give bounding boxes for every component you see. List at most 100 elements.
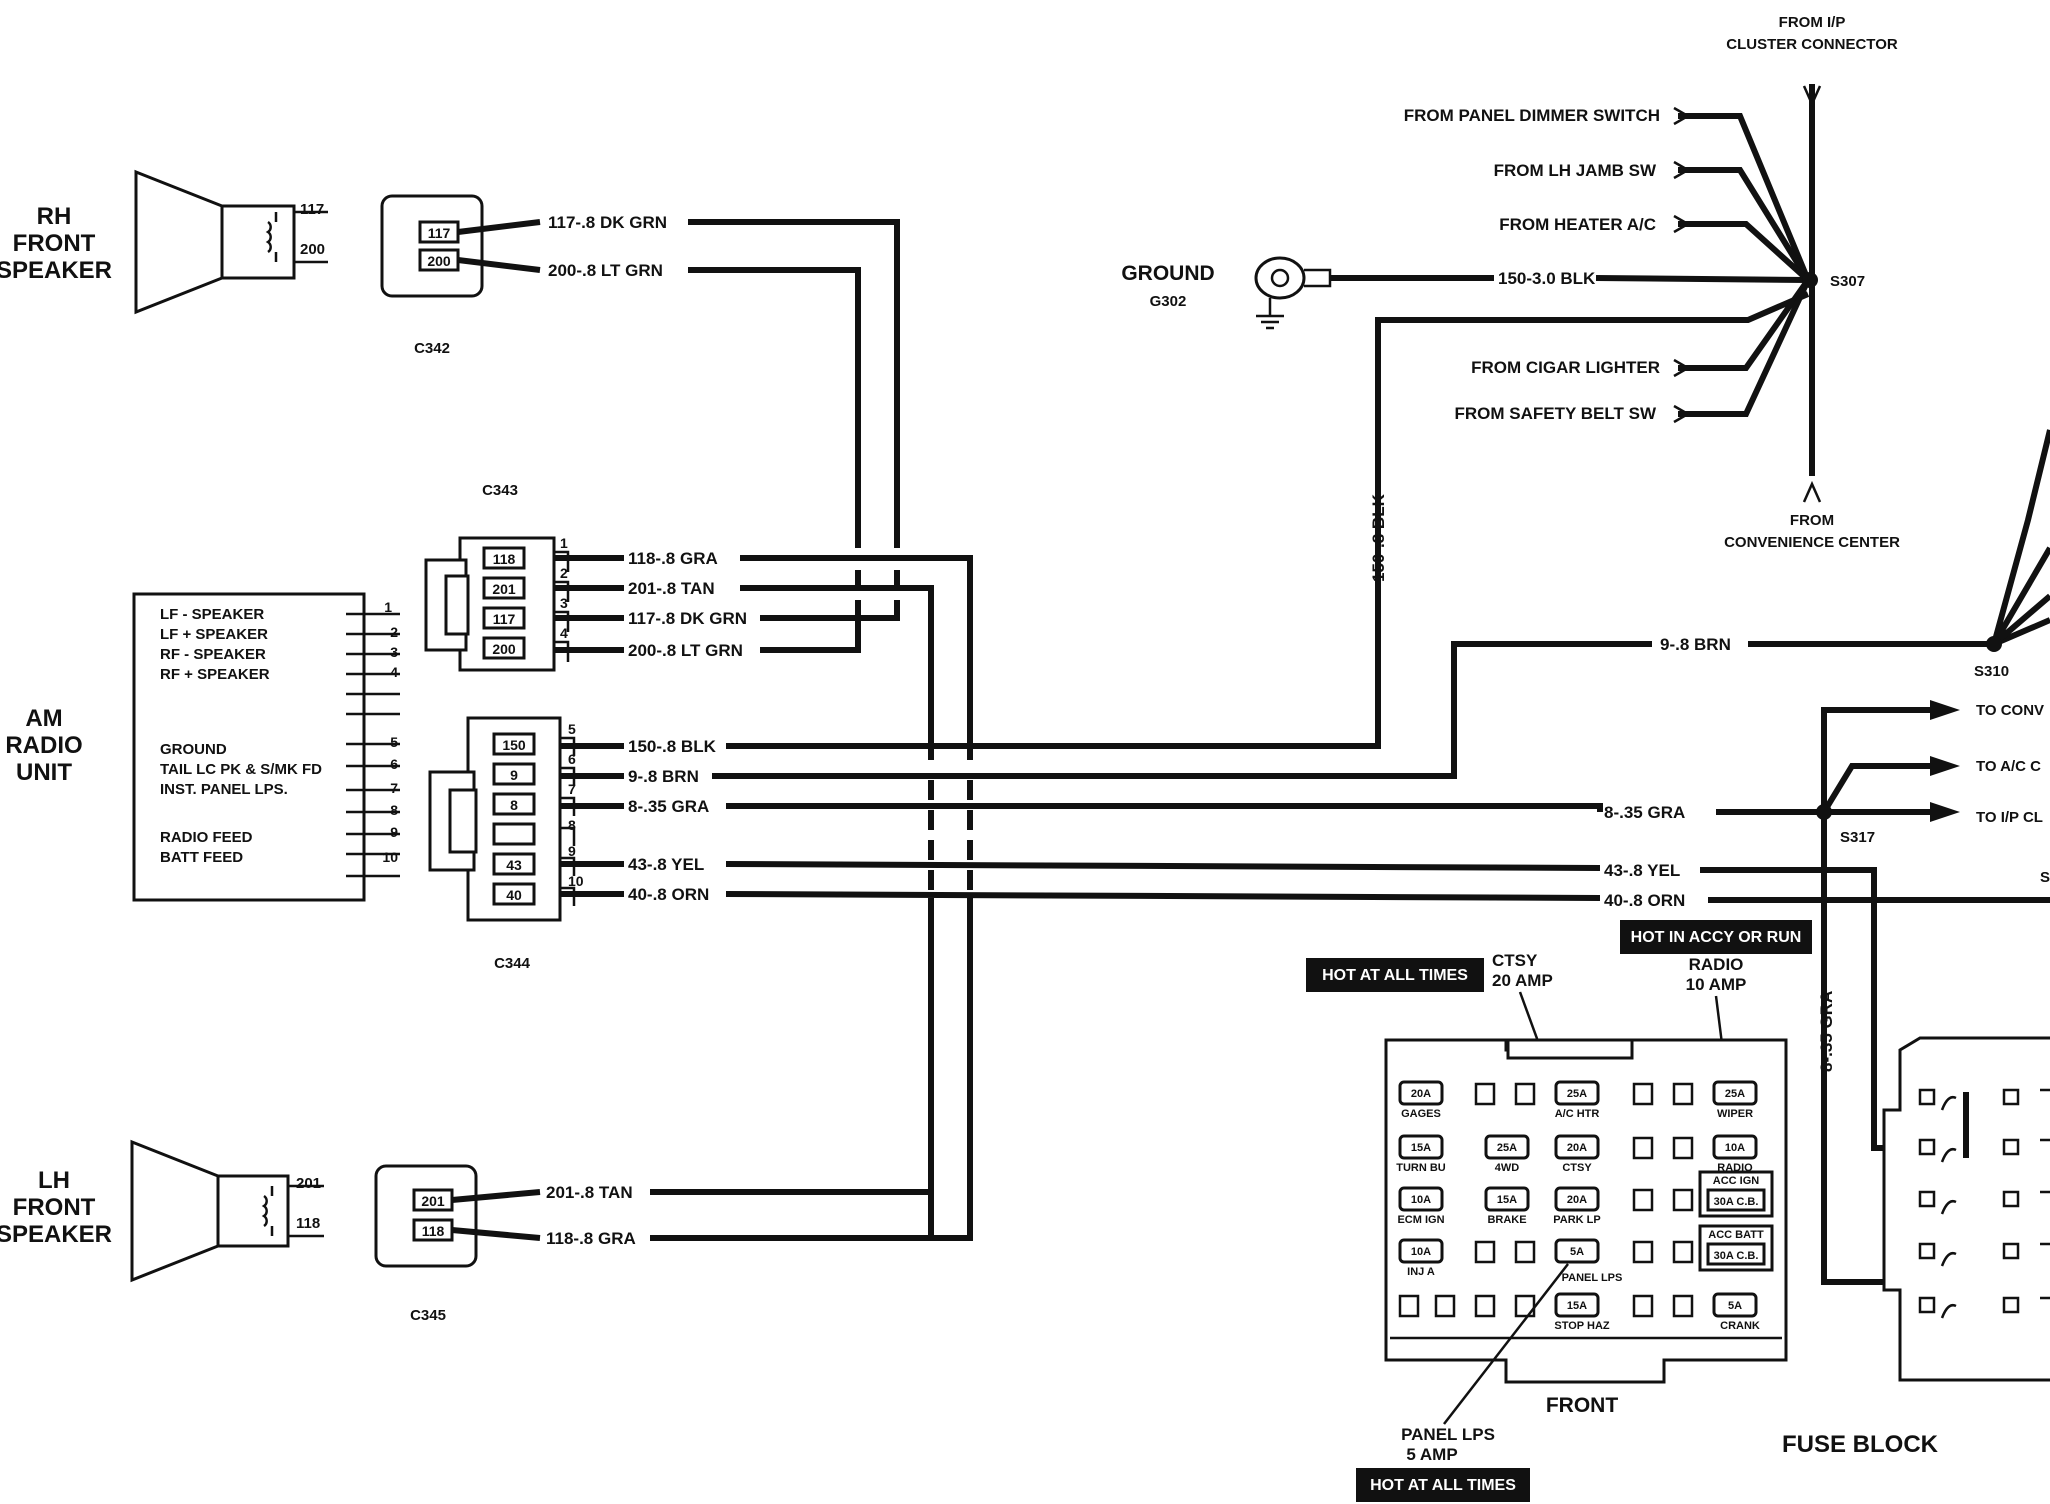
c344-pin-5: 5 — [568, 721, 576, 737]
wire-c344-8-label: 8-.35 GRA — [628, 797, 709, 816]
fuse-wiper-rating: 25A — [1725, 1088, 1745, 1100]
wire-c343-201-label: 201-.8 TAN — [628, 579, 715, 598]
fuse-ac-htr[interactable] — [1554, 1080, 1600, 1106]
fuse-panel-lps[interactable] — [1554, 1238, 1600, 1264]
fuse-block-rear — [1882, 1036, 2050, 1382]
radio-label-1: AM — [25, 705, 62, 732]
c343-pin-1: 1 — [560, 535, 568, 551]
fuse-turn-bu-rating: 15A — [1411, 1142, 1431, 1154]
arrow-convenience-icon — [1802, 480, 1822, 503]
rh-speaker-label-2: FRONT — [13, 230, 96, 257]
dest-ip: TO I/P CL — [1976, 809, 2043, 826]
c344-cav-8 — [492, 792, 536, 816]
source-cigar: FROM CIGAR LIGHTER — [1471, 358, 1660, 377]
fuse-wiper[interactable] — [1712, 1080, 1758, 1106]
c344-pin-8: 8 — [568, 817, 576, 833]
wire-s317-to-ac — [1821, 763, 1938, 814]
fuse-block-rear-contacts — [1940, 1096, 1957, 1319]
lh-speaker-magnet — [216, 1174, 290, 1248]
c343-cav-118 — [482, 546, 526, 570]
callout-panel-2: 5 AMP — [1406, 1445, 1457, 1464]
c342-body — [380, 194, 484, 298]
fuse-inj-a[interactable] — [1398, 1238, 1444, 1264]
fuse-4wd[interactable] — [1484, 1134, 1530, 1160]
fuse-row-5: 15A STOP HAZ 5A CRANK — [1554, 1292, 1760, 1332]
c343-latch-inner — [444, 574, 470, 636]
radio-terminal-leads — [346, 612, 400, 878]
radio-fn-lf-minus: LF - SPEAKER — [160, 606, 264, 623]
breaker-acc-batt[interactable] — [1706, 1242, 1766, 1266]
callout-hot-all-1-box — [1306, 958, 1484, 992]
lh-speaker-term-201: 201 — [296, 1175, 321, 1192]
c345-body — [374, 1164, 478, 1268]
c343-cav-117-label: 117 — [493, 611, 516, 627]
ground-symbol-icon — [1256, 298, 1284, 330]
wire-9-brn — [712, 641, 1652, 779]
c343-cav-200-label: 200 — [492, 641, 516, 657]
c344-name: C344 — [494, 955, 531, 972]
breaker-acc-ign[interactable] — [1706, 1188, 1766, 1212]
wire-gra-right-label: 8-.35 GRA — [1604, 803, 1685, 822]
radio-pin-7: 7 — [390, 780, 398, 796]
fuse-ecm-ign-rating: 10A — [1411, 1194, 1431, 1206]
wire-yel-right-label: 43-.8 YEL — [1604, 861, 1680, 880]
radio-fn-rf-plus: RF + SPEAKER — [160, 666, 270, 683]
fuse-stop-haz[interactable] — [1554, 1292, 1600, 1318]
lh-speaker-cone — [130, 1139, 220, 1283]
fuse-turn-bu[interactable] — [1398, 1134, 1444, 1160]
wire-c343-201 — [740, 585, 934, 625]
rh-speaker-cone — [134, 169, 224, 315]
radio-body — [132, 592, 366, 902]
dest-conv: TO CONV — [1976, 702, 2044, 719]
c343-cav-118-label: 118 — [493, 551, 516, 567]
lh-speaker-label-1: LH — [38, 1167, 70, 1194]
fuse-block-front-label: FRONT — [1546, 1394, 1618, 1417]
arrow-to-conv-icon — [1930, 700, 1960, 720]
c344-cav-150 — [492, 732, 536, 756]
c342-name: C342 — [414, 340, 450, 357]
connector-c345: 201 118 C345 — [374, 1164, 478, 1324]
callout-panel-1: PANEL LPS — [1401, 1425, 1495, 1444]
c344-cav-9 — [492, 762, 536, 786]
radio-fn-rf-minus: RF - SPEAKER — [160, 646, 266, 663]
fuse-park-lp[interactable] — [1554, 1186, 1600, 1212]
source-lh-jamb: FROM LH JAMB SW — [1494, 161, 1657, 180]
callout-hot-accy-box — [1620, 920, 1812, 954]
callout-hot-all-1: HOT AT ALL TIMES — [1322, 967, 1468, 984]
wire-c342-200-stub — [457, 257, 541, 273]
c343-pin-2: 2 — [560, 565, 568, 581]
fuse-crank[interactable] — [1712, 1292, 1758, 1318]
fuse-block-rear-slots — [1918, 1088, 2050, 1314]
breaker-acc-batt-name: ACC BATT — [1708, 1229, 1764, 1241]
connector-c342: 117 200 C342 — [380, 194, 484, 357]
radio-pin-2: 2 — [390, 624, 398, 640]
connector-c343: C343 118 201 117 200 1 2 3 4 — [424, 482, 570, 672]
arrow-to-ac-icon — [1930, 756, 1960, 776]
c344-cav-empty — [492, 822, 536, 846]
rh-speaker-label-3: SPEAKER — [0, 257, 112, 284]
wire-c342-117 — [688, 219, 900, 548]
wire-safety-belt — [1678, 278, 1811, 417]
fuse-gages[interactable] — [1398, 1080, 1444, 1106]
arrow-ip-cluster-icon — [1802, 85, 1822, 108]
arrow-to-ip-icon — [1930, 802, 1960, 822]
c342-cavity-117-label: 117 — [428, 225, 451, 241]
breaker-acc-ign-rating: 30A C.B. — [1714, 1196, 1759, 1208]
fuse-4wd-name: 4WD — [1495, 1162, 1520, 1174]
wire-c345-201-label: 201-.8 TAN — [546, 1183, 633, 1202]
fuse-radio[interactable] — [1712, 1134, 1758, 1160]
wire-150-to-s307 — [726, 291, 1810, 749]
wire-c343-200 — [760, 605, 861, 653]
ground-eyelet-hole — [1270, 268, 1290, 288]
fuse-panel-lps-name: PANEL LPS — [1562, 1272, 1623, 1284]
c344-cav-150-label: 150 — [502, 737, 526, 753]
splice-s317-dot — [1816, 804, 1832, 820]
radio-pin-3: 3 — [390, 644, 398, 660]
radio-pin-1: 1 — [384, 599, 392, 615]
source-panel-dimmer: FROM PANEL DIMMER SWITCH — [1404, 106, 1660, 125]
fuse-ctsy[interactable] — [1554, 1134, 1600, 1160]
fuse-ecm-ign[interactable] — [1398, 1186, 1444, 1212]
wire-vertical-150-label: 150-.8 BLK — [1369, 493, 1388, 582]
fuse-brake[interactable] — [1484, 1186, 1530, 1212]
fuse-ctsy-name: CTSY — [1562, 1162, 1592, 1174]
